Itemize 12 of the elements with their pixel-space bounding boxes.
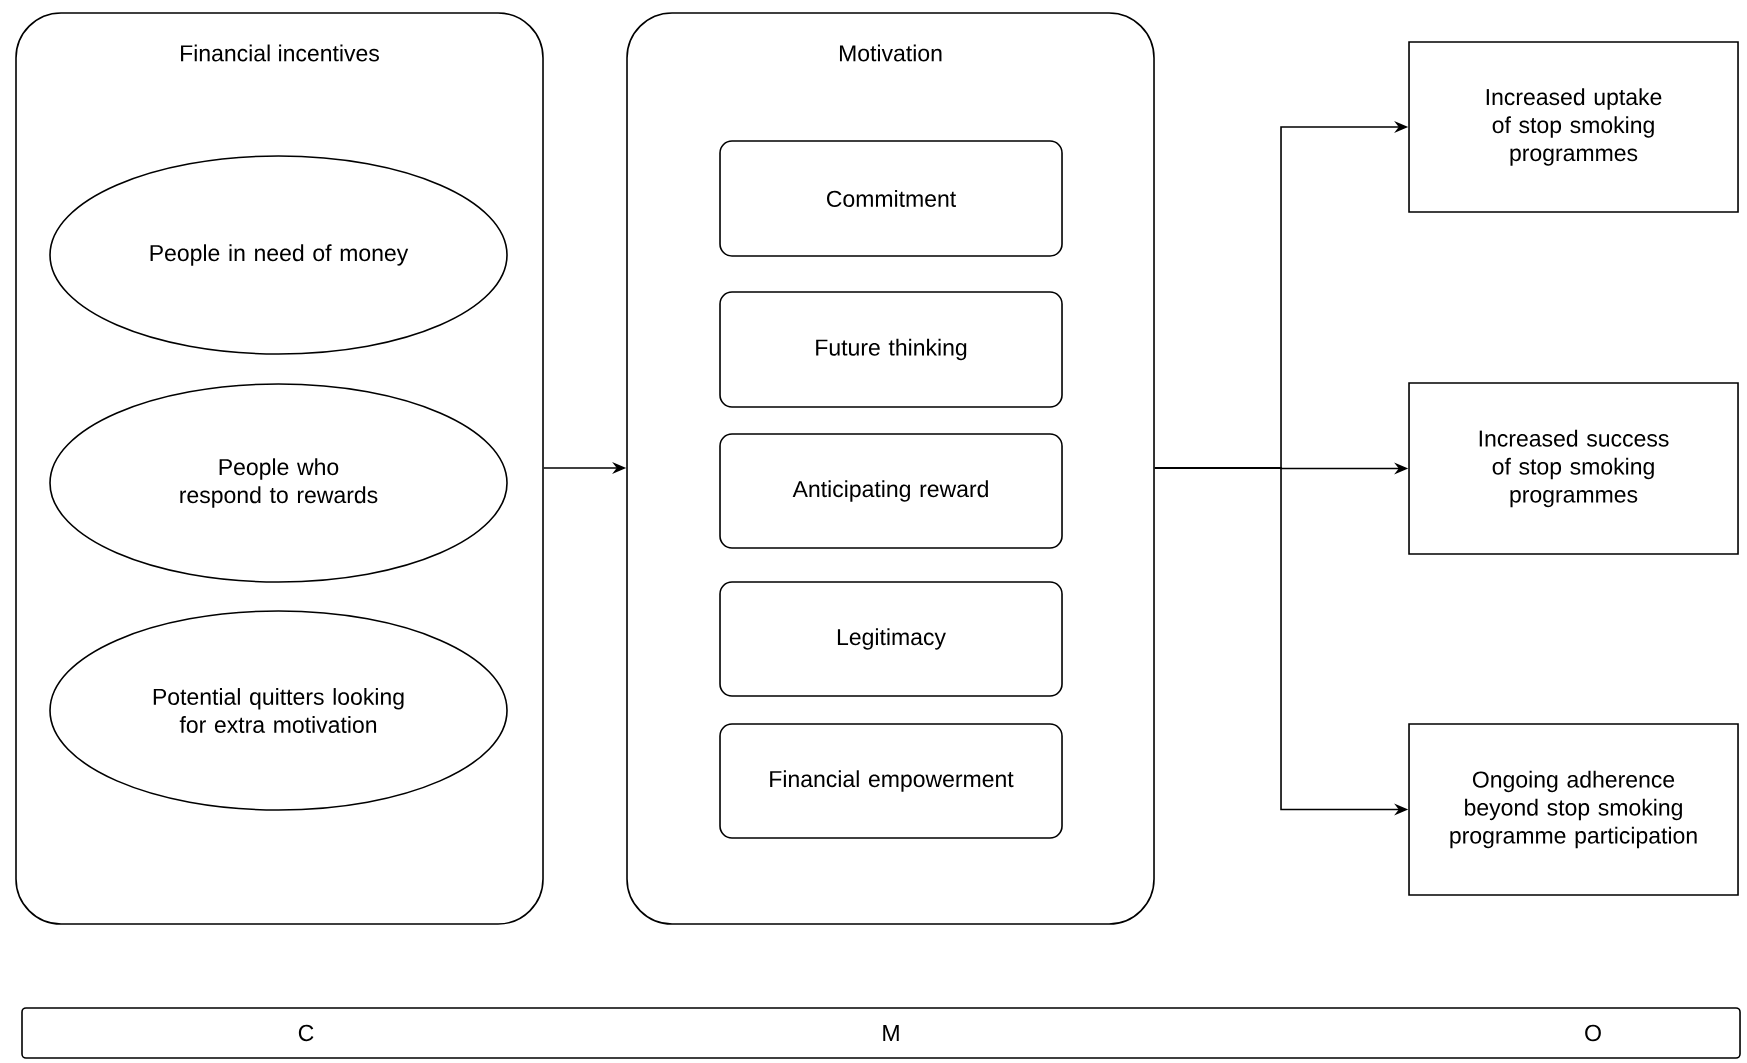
mechanism-box: Legitimacy bbox=[719, 581, 1063, 697]
mechanism-box: Commitment bbox=[719, 140, 1063, 257]
outcome-box: Increased uptake of stop smoking programmes bbox=[1408, 41, 1739, 213]
mechanism-box: Future thinking bbox=[719, 291, 1063, 408]
cmo-band: C M O bbox=[21, 1007, 1741, 1059]
mechanism-box: Anticipating reward bbox=[719, 433, 1063, 549]
outcome-box: Increased success of stop smoking programmes bbox=[1408, 382, 1739, 555]
ellipse-node: Potential quitters looking for extra motivation bbox=[49, 610, 508, 811]
outcome-box: Ongoing adherence beyond stop smoking programme participation bbox=[1408, 723, 1739, 896]
ellipse-node: People in need of money bbox=[49, 155, 508, 355]
mechanism-box: Financial empowerment bbox=[719, 723, 1063, 839]
ellipse-node: People who respond to rewards bbox=[49, 383, 508, 583]
